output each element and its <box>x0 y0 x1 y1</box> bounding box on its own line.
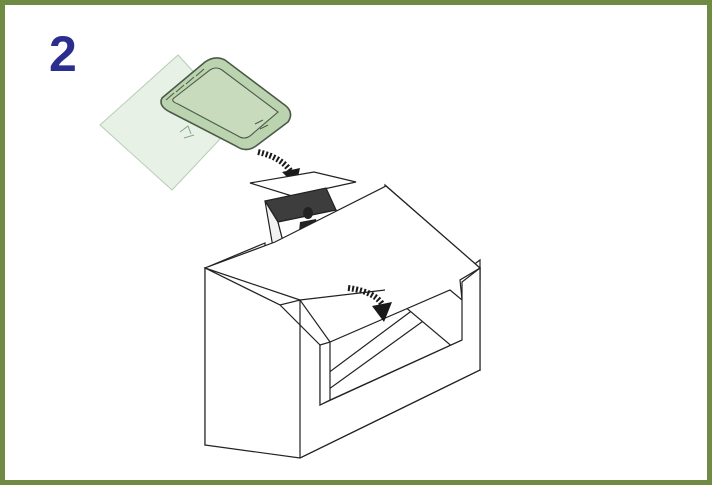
curved-arrow-into-carton-icon <box>347 285 392 322</box>
sheet-logo-mark <box>179 125 195 139</box>
tablet-edge-marks <box>254 119 269 130</box>
tablet-express-keys <box>165 68 205 101</box>
step-number: 2 <box>49 26 77 82</box>
shipping-carton <box>203 183 482 459</box>
graphics-tablet <box>160 57 292 151</box>
